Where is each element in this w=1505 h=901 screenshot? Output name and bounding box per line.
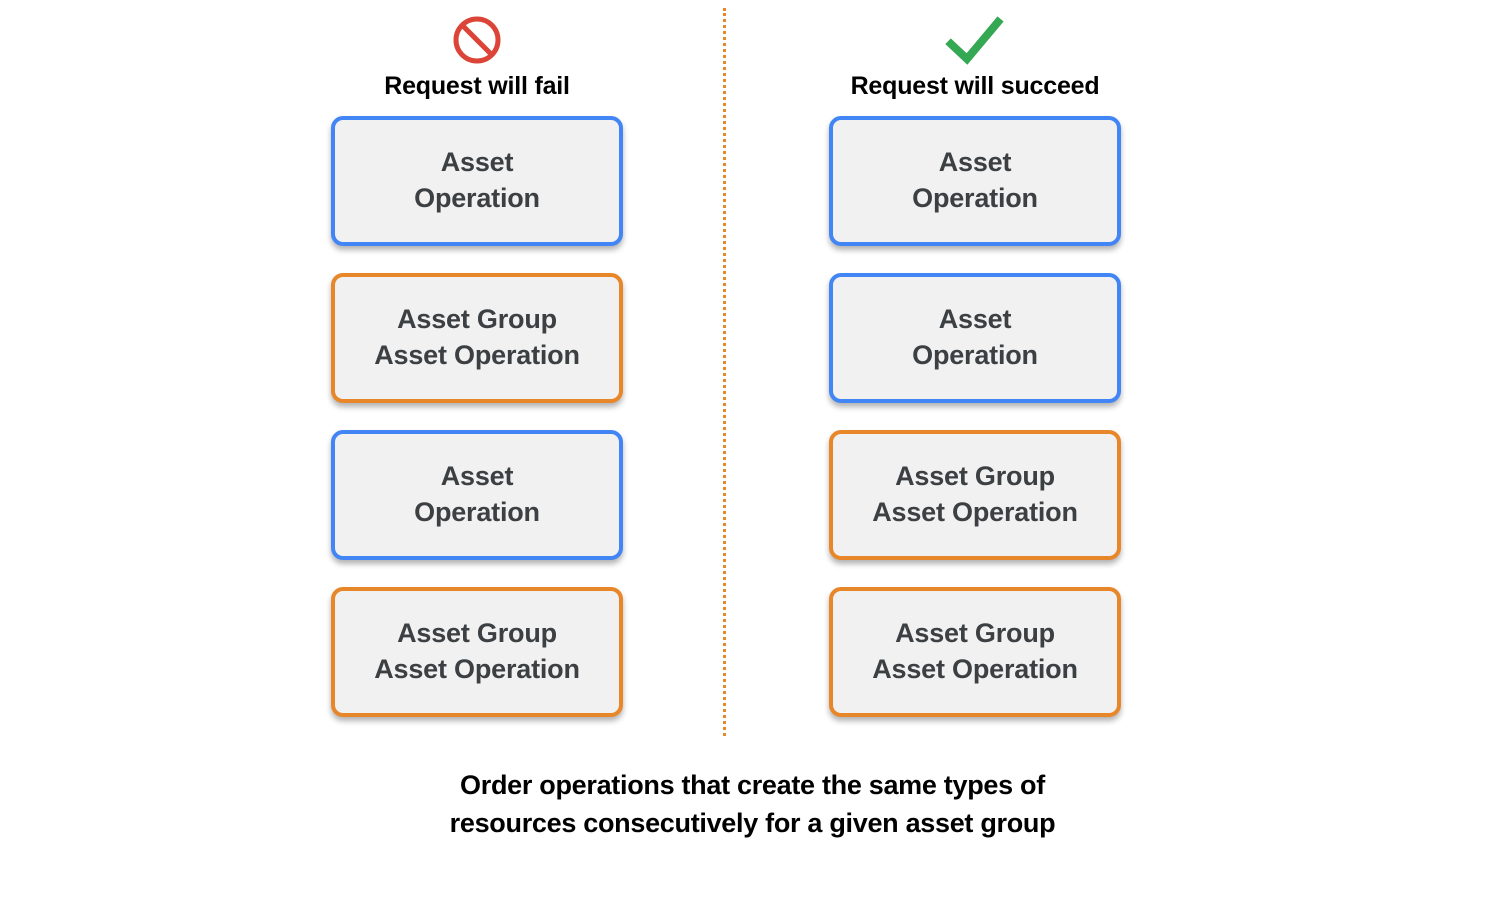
card-line-1: Asset [938,147,1012,178]
card-line-2: Operation [414,183,540,213]
card-line-2: Asset Operation [374,340,580,370]
card-line-1: Asset Group [895,461,1055,492]
card-line-2: Operation [912,340,1038,370]
column-header-fail: Request will fail [331,12,623,112]
prohibition-icon [449,12,505,68]
card-line-1: Asset Group [397,304,557,335]
card-line-1: Asset Group [895,618,1055,649]
column-title-fail: Request will fail [384,72,570,100]
column-title-succeed: Request will succeed [850,72,1100,100]
caption-line-1: Order operations that create the same ty… [460,770,1045,800]
card-line-2: Asset Operation [374,654,580,684]
card-line-2: Asset Operation [872,654,1078,684]
column-request-will-fail: Request will fail Asset Operation Asset … [331,12,623,717]
card-line-1: Asset [938,304,1012,335]
operation-card[interactable]: Asset Group Asset Operation [331,587,623,717]
card-line-2: Operation [414,497,540,527]
checkmark-icon [945,12,1005,68]
column-divider [723,8,726,736]
operation-card[interactable]: Asset Operation [331,116,623,246]
card-line-2: Operation [912,183,1038,213]
operation-card[interactable]: Asset Operation [331,430,623,560]
card-stack-succeed: Asset Operation Asset Operation Asset Gr… [829,116,1121,717]
operation-card[interactable]: Asset Group Asset Operation [829,587,1121,717]
card-line-2: Asset Operation [872,497,1078,527]
caption-line-2: resources consecutively for a given asse… [449,808,1056,839]
operation-card[interactable]: Asset Operation [829,116,1121,246]
diagram-caption: Order operations that create the same ty… [0,766,1505,843]
card-stack-fail: Asset Operation Asset Group Asset Operat… [331,116,623,717]
operation-card[interactable]: Asset Group Asset Operation [331,273,623,403]
column-header-succeed: Request will succeed [829,12,1121,112]
column-request-will-succeed: Request will succeed Asset Operation Ass… [829,12,1121,717]
card-line-1: Asset [440,147,514,178]
operation-card[interactable]: Asset Group Asset Operation [829,430,1121,560]
operation-card[interactable]: Asset Operation [829,273,1121,403]
card-line-1: Asset [440,461,514,492]
card-line-1: Asset Group [397,618,557,649]
